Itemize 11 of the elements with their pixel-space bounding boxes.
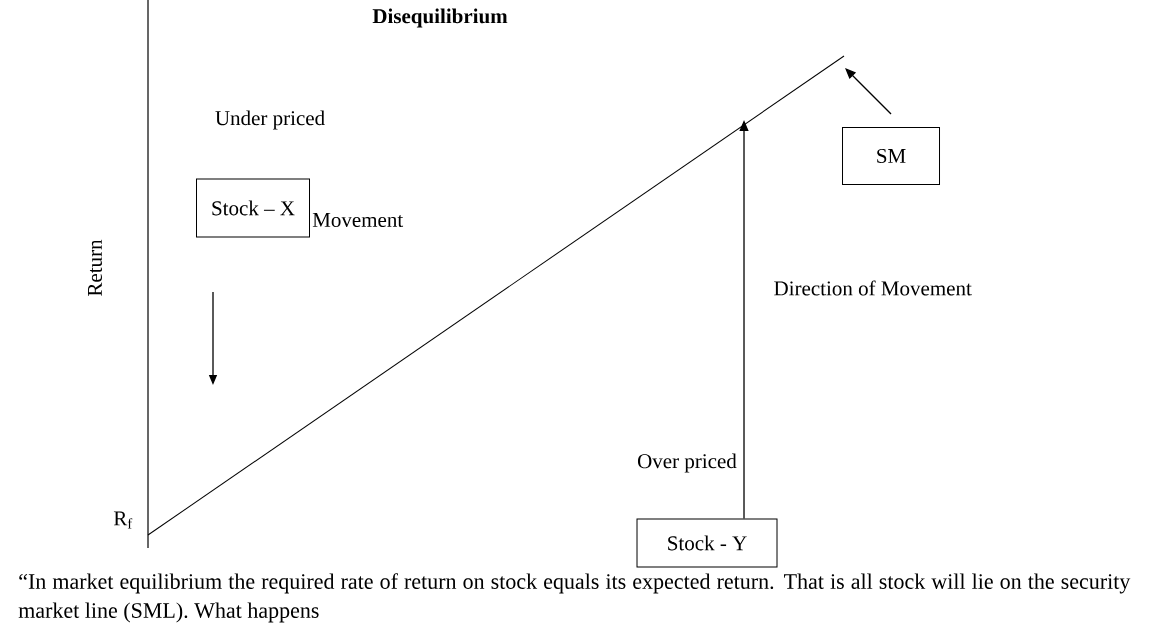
text-label: Under priced	[215, 110, 325, 130]
label-box: SM	[842, 127, 940, 185]
axis-label: R$_{f}$	[113, 511, 133, 529]
text-label: Direction of Movement	[774, 280, 972, 296]
axis-label: Return	[88, 239, 102, 296]
stock-box: Stock - Y	[636, 518, 778, 568]
stock-box: Stock – X	[196, 178, 310, 238]
text-label: Over priced	[637, 453, 737, 473]
arrow	[845, 68, 892, 115]
paragraph: “In market equilibrium the required rate of return on stock equals its expected return. That is all stock will lie on the security market line (SML). What happens	[18, 573, 1131, 623]
chart-title: Disequilibrium	[372, 8, 508, 28]
